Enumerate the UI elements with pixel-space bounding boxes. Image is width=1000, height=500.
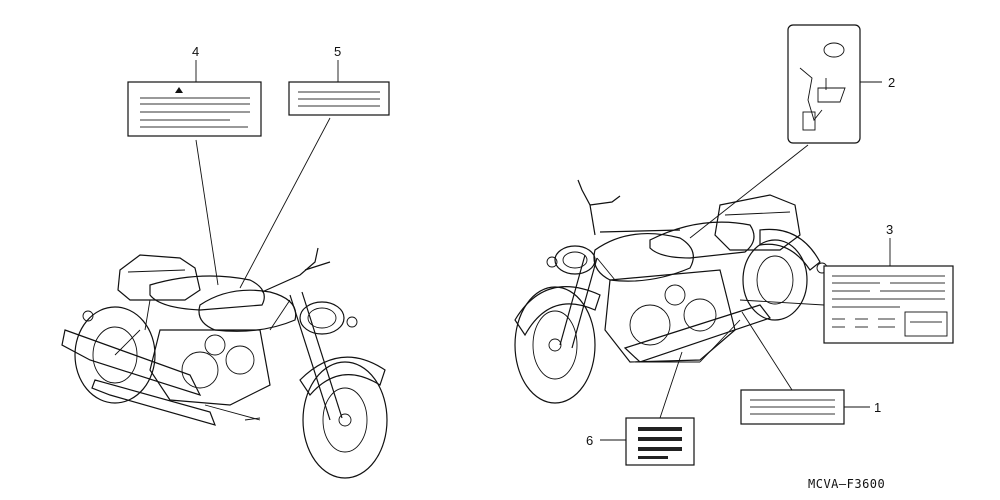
callout-number-5: 5 (334, 44, 341, 59)
label-1-sticker (740, 389, 845, 425)
leader-line-3-to-bike (739, 299, 825, 306)
leader-line-2-to-bike (689, 144, 809, 239)
label-5-sticker (288, 81, 390, 116)
callout-number-1: 1 (874, 400, 881, 415)
right-motorcycle-illustration (514, 179, 828, 404)
callout-number-2: 2 (888, 75, 895, 90)
diagram-reference-code: MCVA—F3600 (808, 477, 885, 491)
label-4-warning-sticker (127, 81, 262, 137)
callout-number-3: 3 (886, 222, 893, 237)
callout-number-4: 4 (192, 44, 199, 59)
leader-line-4-to-bike (195, 139, 219, 286)
leader-line-6-to-bike (659, 351, 683, 419)
left-motorcycle-illustration (61, 247, 388, 479)
leader-line-5-to-bike (239, 117, 331, 289)
callout-number-6: 6 (586, 433, 593, 448)
label-6-sticker (625, 417, 695, 466)
label-3-sticker (823, 265, 954, 344)
label-2-sticker (787, 24, 861, 144)
leader-line-1-to-bike (741, 311, 793, 391)
